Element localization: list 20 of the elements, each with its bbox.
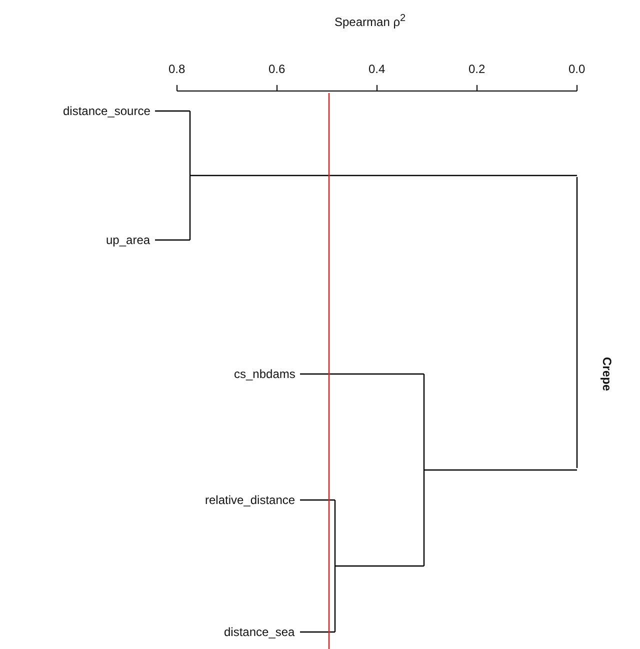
tick-label: 0.2 <box>468 62 486 76</box>
leaf-label: distance_sea <box>224 625 295 639</box>
side-label: Crepe <box>600 357 614 391</box>
leaf-label: up_area <box>106 233 150 247</box>
dendrogram-link <box>424 469 577 471</box>
leaf-label: cs_nbdams <box>234 367 296 381</box>
axis-title: Spearman ρ$^{2}$ <box>334 12 406 29</box>
leaf-label: distance_source <box>63 104 150 118</box>
dendrogram-link <box>300 631 335 633</box>
dendrogram-link <box>155 239 190 241</box>
dendrogram-link <box>335 565 424 567</box>
dendrogram-link <box>300 499 335 501</box>
tick-label: 0.0 <box>568 62 586 76</box>
dendrogram-link <box>300 373 424 375</box>
tick-label: 0.4 <box>368 62 386 76</box>
dendrogram-link <box>190 174 577 176</box>
tick-label: 0.8 <box>168 62 186 76</box>
leaf-label: relative_distance <box>205 493 296 507</box>
tick-label: 0.6 <box>268 62 286 76</box>
dendrogram-link <box>155 110 190 112</box>
